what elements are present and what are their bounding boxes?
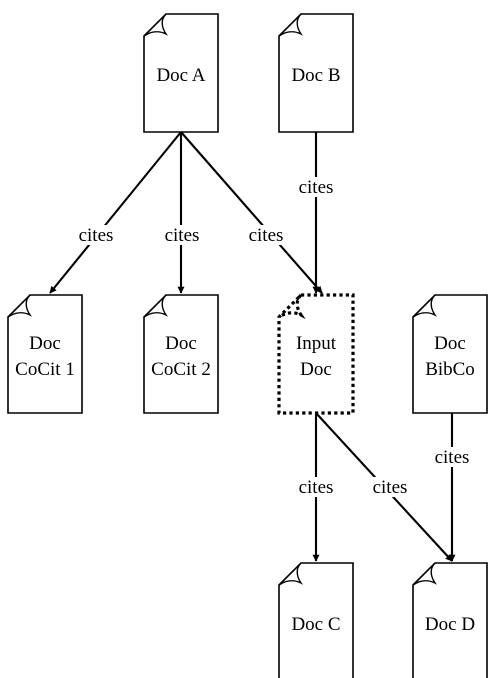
edge-label-text: cites <box>435 447 470 468</box>
edge-label: cites <box>74 225 118 246</box>
page-fold-icon <box>7 294 33 318</box>
document-icon <box>143 13 219 133</box>
document-icon <box>412 294 488 414</box>
page-fold-icon <box>278 293 306 320</box>
edge-label-background <box>244 225 288 245</box>
page-fold-icon <box>278 562 304 586</box>
edge-label-text: cites <box>373 477 408 498</box>
edge-label: cites <box>368 477 412 498</box>
document-icon <box>277 293 355 415</box>
document-icon <box>7 294 83 414</box>
edge-label-text: cites <box>299 177 334 198</box>
document-icon <box>278 13 354 133</box>
node-label-line: Doc B <box>291 65 340 86</box>
edge-label-text: cites <box>165 225 200 246</box>
cites-arrow <box>49 131 182 294</box>
node-label-line: BibCo <box>425 359 475 380</box>
cites-arrow <box>180 131 323 294</box>
edge-label-background <box>294 477 338 497</box>
node-label-line: Doc <box>434 333 466 354</box>
node-label-line: Doc A <box>156 65 205 86</box>
node-label-line: CoCit 2 <box>151 359 211 380</box>
edge-label: cites <box>430 447 474 468</box>
node-label-line: Doc <box>300 359 332 380</box>
page-fold-icon <box>143 13 169 37</box>
doc-a-node: Doc A <box>143 13 219 133</box>
page-fold-icon <box>278 13 304 37</box>
document-icon <box>143 294 219 414</box>
doc-c-node: Doc C <box>278 562 354 678</box>
edge-label: cites <box>244 225 288 246</box>
document-icon <box>412 562 488 678</box>
edge-label-text: cites <box>299 477 334 498</box>
doc-b-node: Doc B <box>278 13 354 133</box>
node-label-line: Doc <box>165 333 197 354</box>
node-label-line: Doc D <box>425 614 475 635</box>
edge-label-text: cites <box>79 225 114 246</box>
edge-label: cites <box>294 177 338 198</box>
edge-labels-layer: cites cites cites cites cites cites cites <box>74 177 474 498</box>
edge-label-background <box>430 447 474 467</box>
edge-label: cites <box>294 477 338 498</box>
document-icon <box>278 562 354 678</box>
page-fold-icon <box>412 562 438 586</box>
node-label-line: Doc <box>29 333 61 354</box>
node-label-line: Input <box>296 333 337 354</box>
page-fold-icon <box>143 294 169 318</box>
edge-label-background <box>74 225 118 245</box>
edge-label-text: cites <box>249 225 284 246</box>
page-fold-icon <box>412 294 438 318</box>
node-label-line: CoCit 1 <box>15 359 75 380</box>
doc-d-node: Doc D <box>412 562 488 678</box>
edge-label-background <box>368 477 412 497</box>
edge-label: cites <box>160 225 204 246</box>
edge-label-background <box>160 225 204 245</box>
node-label-line: Doc C <box>291 614 340 635</box>
edge-label-background <box>294 177 338 197</box>
